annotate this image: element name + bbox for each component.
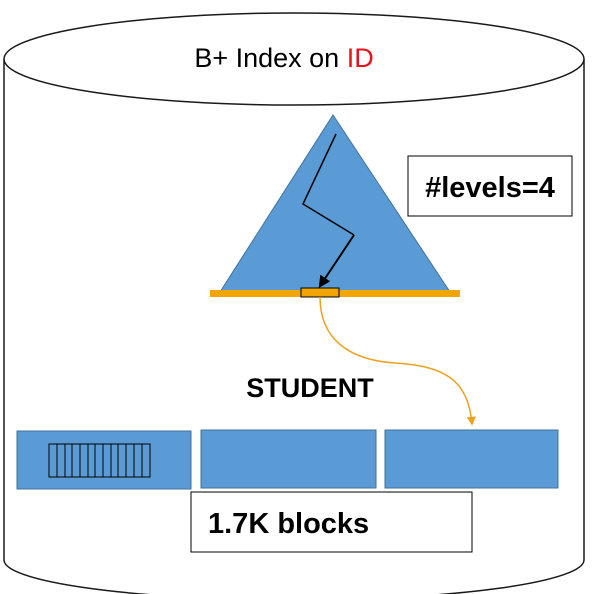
levels-label: #levels=4 <box>425 172 555 204</box>
record-pointer-arrow-icon <box>319 296 476 426</box>
blocks-box <box>190 491 473 553</box>
title-highlight: ID <box>347 43 374 73</box>
cylinder-top <box>3 12 585 106</box>
search-path-line <box>302 133 355 236</box>
leaf-entry-highlight <box>300 287 340 298</box>
data-block-2 <box>200 429 377 489</box>
levels-box <box>407 155 573 217</box>
table-name: STUDENT <box>246 373 374 403</box>
title-prefix: B+ Index on <box>194 43 346 73</box>
blocks-label: 1.7K blocks <box>208 508 369 540</box>
data-block-1 <box>16 430 192 490</box>
data-block-3 <box>384 429 559 489</box>
search-path-arrow-icon <box>318 234 355 288</box>
diagram-title: B+ Index on ID <box>194 43 373 73</box>
record-slots <box>48 443 151 478</box>
